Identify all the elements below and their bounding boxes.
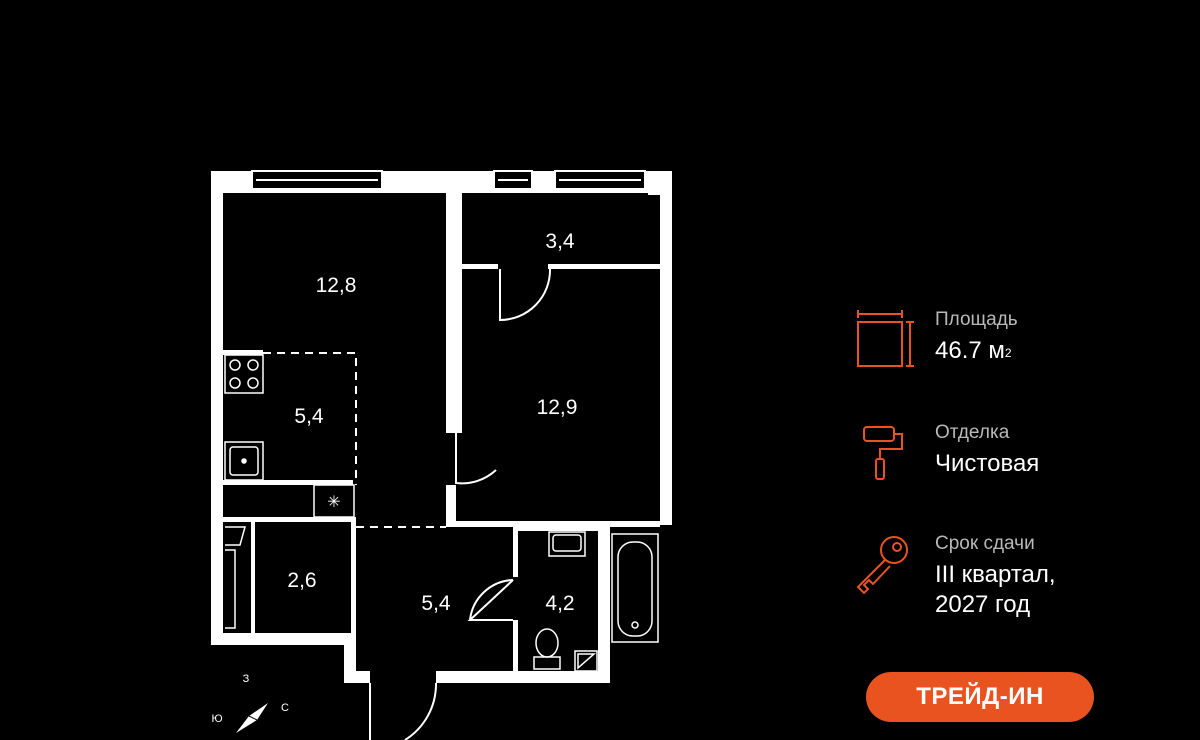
info-area: Площадь 46.7 м2 [850, 308, 1180, 388]
room-area-bathroom: 4,2 [545, 592, 574, 615]
stove-icon [224, 354, 264, 394]
sink-icon [224, 441, 264, 481]
area-value: 46.7 м2 [935, 337, 1012, 364]
compass-east: С [281, 702, 289, 714]
washbasin-icon [548, 531, 586, 557]
finish-label: Отделка [935, 422, 1010, 443]
key-icon [856, 536, 908, 595]
info-finish: Отделка Чистовая [850, 421, 1180, 501]
windows [251, 170, 646, 190]
compass: З Ю С [211, 673, 289, 733]
room-area-kitchen: 5,4 [294, 405, 324, 428]
shelf-icon [574, 650, 598, 672]
room-area-balcony: 3,4 [545, 230, 575, 253]
toilet-icon [533, 628, 561, 670]
compass-west: З [243, 673, 250, 685]
bathtub-icon [611, 533, 659, 643]
svg-text:✳: ✳ [327, 494, 340, 511]
trade-in-button[interactable]: ТРЕЙД-ИН [866, 672, 1094, 722]
room-area-living: 12,8 [316, 274, 357, 297]
info-deadline: Срок сдачи III квартал, 2027 год [850, 532, 1180, 618]
room-area-wardrobe: 2,6 [287, 569, 316, 592]
paint-roller-icon [863, 426, 903, 480]
room-area-hall: 5,4 [421, 592, 451, 615]
compass-south: Ю [211, 713, 222, 725]
area-icon [857, 310, 914, 367]
doors [369, 268, 552, 740]
room-labels: 12,8 3,4 5,4 12,9 2,6 5,4 4,2 [287, 230, 577, 615]
finish-value: Чистовая [935, 450, 1040, 477]
deadline-label: Срок сдачи [935, 533, 1035, 554]
deadline-value-line1: III квартал, [935, 561, 1056, 588]
area-label: Площадь [935, 309, 1018, 330]
wardrobe-icon [225, 526, 246, 629]
deadline-value-line2: 2027 год [935, 591, 1031, 618]
zone-dividers [263, 352, 446, 528]
room-area-bedroom: 12,9 [537, 396, 578, 419]
ventilation-icon: ✳ [313, 484, 355, 518]
